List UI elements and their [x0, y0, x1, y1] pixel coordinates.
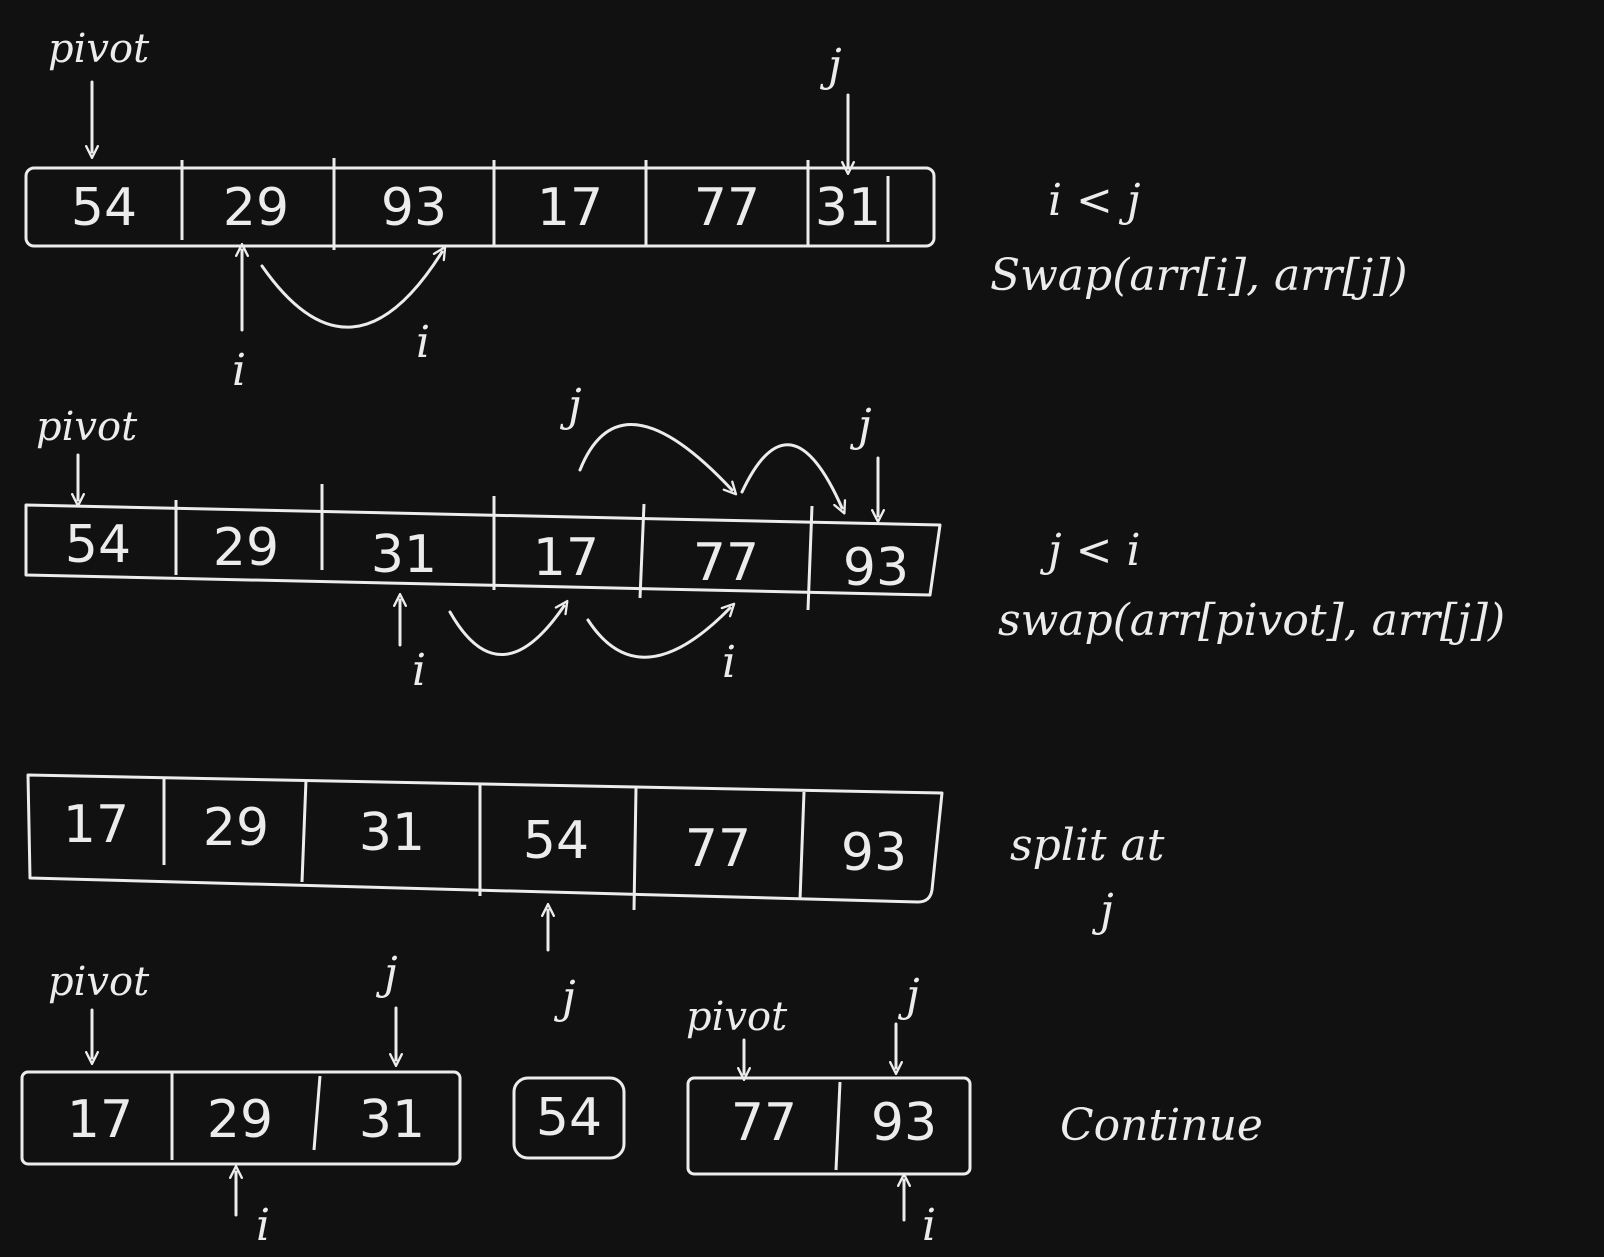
j-move-arc — [578, 423, 732, 490]
array-box — [24, 166, 936, 248]
cell-value: 93 — [841, 823, 907, 883]
cell-value: 93 — [381, 178, 447, 238]
cell-divider — [806, 505, 814, 611]
cell-value: 17 — [67, 1090, 133, 1150]
cell-value: 17 — [63, 795, 129, 855]
cell-value: 54 — [523, 811, 589, 871]
j-label: j — [897, 970, 920, 1021]
row1: pivot j 54 29 93 17 77 31 i i i < j Swap… — [24, 26, 1407, 396]
j-label: j — [819, 40, 842, 91]
array-box — [26, 773, 944, 904]
right-partition-box — [686, 1076, 972, 1176]
j-label: j — [849, 400, 872, 451]
pivot-cell-box — [512, 1076, 626, 1160]
i-move-arc — [586, 608, 730, 659]
condition-note: i < j — [1048, 175, 1141, 226]
cell-value: 77 — [685, 819, 751, 879]
pivot-label: pivot — [686, 994, 788, 1040]
array-box — [24, 503, 942, 597]
action-note: swap(arr[pivot], arr[j]) — [998, 595, 1505, 646]
cell-value: 29 — [213, 518, 279, 578]
j-label: j — [553, 972, 576, 1023]
pivot-label: pivot — [36, 404, 138, 450]
action-note: Swap(arr[i], arr[j]) — [990, 250, 1407, 301]
i-label: i — [922, 1200, 936, 1251]
cell-divider — [834, 1081, 842, 1171]
row3: 17 29 31 54 77 93 j split at j — [26, 773, 1165, 1023]
cell-divider — [300, 779, 308, 883]
pivot-label: pivot — [48, 26, 150, 72]
i-label: i — [416, 317, 430, 368]
left-partition-box — [20, 1070, 462, 1166]
cell-value: 31 — [359, 1090, 425, 1150]
cell-value: 54 — [536, 1088, 602, 1148]
row2: pivot j j 54 29 31 17 77 93 i i j < i sw… — [24, 380, 1505, 696]
condition-note: j < i — [1039, 525, 1141, 576]
pivot-label: pivot — [48, 959, 150, 1005]
split-note-j: j — [1091, 885, 1114, 936]
i-move-arc — [448, 606, 564, 656]
cell-value: 31 — [371, 525, 437, 585]
cell-value: 54 — [65, 515, 131, 575]
cell-value: 93 — [843, 538, 909, 598]
final-row: pivot j 17 29 31 i 54 pivot j 77 93 i Co… — [20, 948, 1263, 1251]
i-move-arc — [260, 252, 442, 329]
cell-value: 93 — [871, 1093, 937, 1153]
cell-value: 17 — [537, 178, 603, 238]
j-move-arc — [740, 443, 842, 508]
cell-value: 29 — [223, 178, 289, 238]
i-label: i — [232, 345, 246, 396]
cell-divider — [312, 1075, 322, 1151]
cell-value: 54 — [71, 178, 137, 238]
cell-value: 77 — [694, 178, 760, 238]
i-label: i — [412, 645, 426, 696]
split-note: split at — [1010, 820, 1165, 871]
cell-divider — [798, 791, 806, 901]
cell-value: 77 — [693, 533, 759, 593]
i-label: i — [722, 637, 736, 688]
j-label: j — [375, 948, 398, 999]
cell-divider — [638, 503, 646, 599]
i-label: i — [256, 1200, 270, 1251]
cell-value: 31 — [359, 803, 425, 863]
continue-note: Continue — [1060, 1100, 1263, 1151]
cell-value: 29 — [207, 1090, 273, 1150]
j-label: j — [559, 380, 582, 431]
cell-value: 77 — [731, 1093, 797, 1153]
cell-divider — [632, 787, 638, 911]
cell-value: 31 — [815, 178, 881, 238]
cell-value: 29 — [203, 798, 269, 858]
cell-value: 17 — [533, 528, 599, 588]
